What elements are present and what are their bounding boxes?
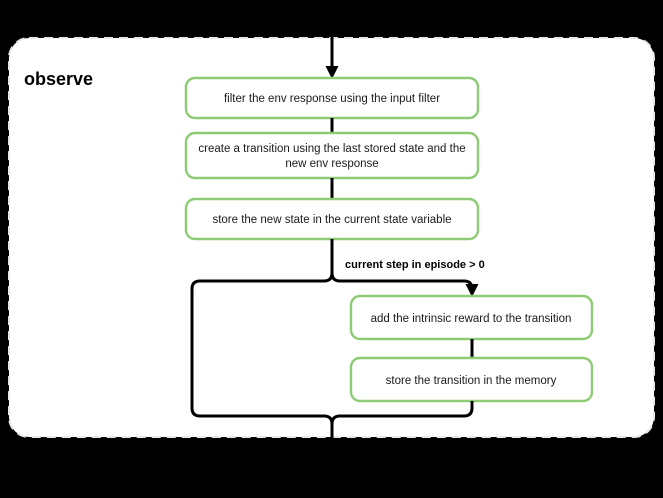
node-label: store the new state in the current state…: [212, 214, 451, 226]
node-label: add the intrinsic reward to the transiti…: [371, 313, 572, 325]
node-add-intrinsic-reward[interactable]: add the intrinsic reward to the transiti…: [349, 294, 594, 341]
node-label-line-1: create a transition using the last store…: [198, 143, 465, 155]
node-box: [184, 131, 480, 180]
node-store-transition-memory[interactable]: store the transition in the memory: [349, 356, 594, 403]
edge-entry-arrow: [325, 26, 339, 79]
edge-label-branch-condition: current step in episode > 0: [345, 259, 485, 271]
node-store-new-state[interactable]: store the new state in the current state…: [184, 197, 480, 241]
edge-bypass-branch: [190, 272, 334, 425]
group-title-observe: observe: [24, 69, 93, 89]
edge-memory-to-merge: [330, 401, 474, 425]
edge-branch-condition: [330, 272, 479, 297]
node-create-transition[interactable]: create a transition using the last store…: [184, 131, 480, 180]
node-label: store the transition in the memory: [386, 375, 557, 387]
node-label: filter the env response using the input …: [224, 93, 440, 105]
node-filter-env-response[interactable]: filter the env response using the input …: [184, 76, 480, 120]
node-label-line-2: new env response: [285, 158, 378, 170]
